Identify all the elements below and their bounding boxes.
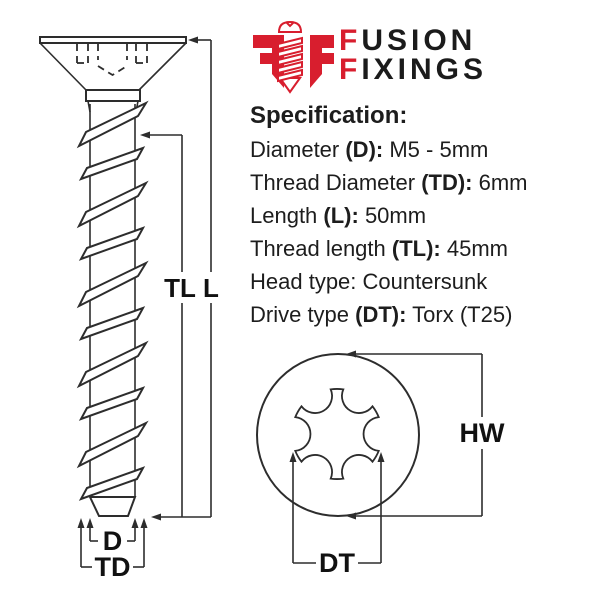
thread-flight (76, 100, 149, 149)
thread-flight (78, 386, 146, 421)
head-taper-right (138, 42, 187, 91)
logo-wordmark: FUSION FIXINGS (339, 24, 488, 86)
logo-right-f (310, 35, 334, 88)
spec-line-length: Length (L): 50mm (250, 203, 427, 228)
thread-flight (78, 226, 146, 261)
spec-line-thread-diameter: Thread Diameter (TD): 6mm (250, 170, 528, 195)
logo: FUSION FIXINGS (246, 14, 487, 106)
dim-thread-diameter-TD: TD (77, 518, 148, 582)
label-TD: TD (95, 552, 131, 582)
spec-line-drive-type: Drive type (DT): Torx (T25) (250, 302, 513, 327)
logo-left-f (253, 35, 284, 88)
logo-word-fusion: FUSION (339, 24, 487, 57)
dim-diameter-D: D (86, 518, 139, 556)
dim-bottom-connector (151, 513, 211, 521)
head-top-view (256, 353, 420, 517)
screw-head-top-edge (39, 36, 187, 44)
label-HW: HW (460, 418, 505, 448)
thread-flight (76, 420, 149, 469)
thread-flight (76, 260, 149, 309)
logo-word-fixings: FIXINGS (339, 53, 488, 86)
dim-length-L: L (188, 36, 219, 517)
dim-head-width-HW: HW (346, 350, 505, 520)
label-D: D (103, 526, 123, 556)
logo-ixings: IXINGS (361, 53, 488, 86)
specification-panel: Specification: Diameter (D): M5 - 5mm Th… (250, 99, 528, 331)
logo-f1: F (339, 24, 362, 57)
label-DT: DT (319, 548, 355, 578)
thread-flight (78, 466, 146, 501)
thread-flight (78, 306, 146, 341)
spec-heading: Specification: (250, 102, 408, 129)
dim-thread-length-TL: TL (140, 131, 196, 517)
label-L: L (203, 273, 219, 303)
torx-drive-outline (294, 388, 380, 480)
head-outer-circle (256, 353, 420, 517)
head-taper-left (39, 42, 87, 91)
logo-f2: F (339, 53, 362, 86)
thread-flight (76, 180, 149, 229)
screw-collar (85, 89, 141, 102)
screw-side-view (39, 36, 187, 517)
label-TL: TL (164, 273, 196, 303)
spec-line-diameter: Diameter (D): M5 - 5mm (250, 137, 489, 162)
thread-flight (76, 340, 149, 389)
logo-usion: USION (361, 24, 477, 57)
dim-drive-DT: DT (289, 452, 385, 578)
logo-screw-icon (277, 20, 303, 94)
spec-line-thread-length: Thread length (TL): 45mm (250, 236, 508, 261)
ff-monogram-screw-icon (253, 20, 334, 94)
spec-line-head-type: Head type: Countersunk (250, 269, 488, 294)
screw-tip (88, 496, 137, 517)
torx-recess-hidden-lines (76, 44, 148, 77)
thread-flights (76, 100, 149, 501)
thread-flight (78, 146, 146, 181)
